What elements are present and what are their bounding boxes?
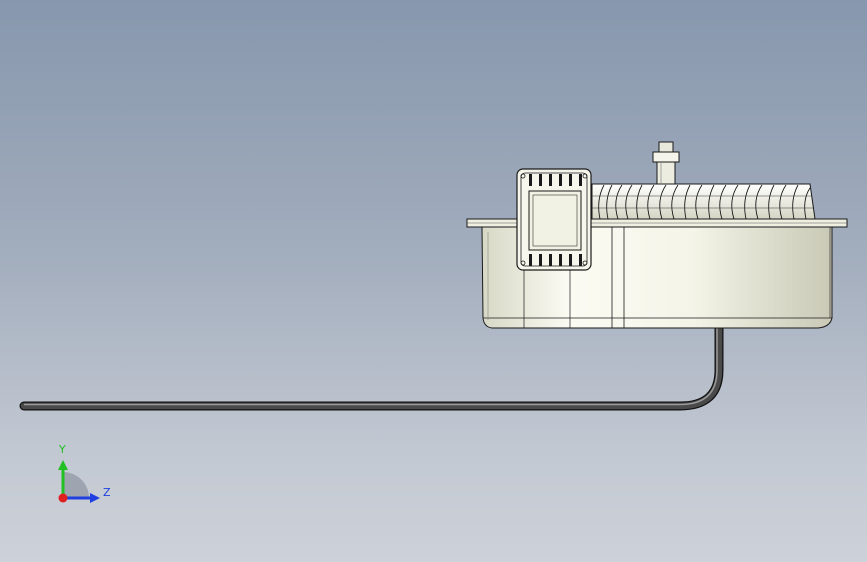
y-axis-label: Y [59, 443, 66, 456]
z-axis-label: Z [103, 486, 111, 499]
x-axis-dot [58, 493, 68, 503]
coordinate-triad[interactable] [58, 460, 100, 503]
impeller-fins [591, 183, 816, 220]
triad-quadrant [63, 472, 89, 498]
drain-tube [19, 320, 724, 411]
connector-block [516, 168, 592, 271]
top-nozzle [652, 141, 680, 185]
z-axis-arrowhead [90, 493, 100, 503]
y-axis-arrowhead [58, 460, 68, 470]
